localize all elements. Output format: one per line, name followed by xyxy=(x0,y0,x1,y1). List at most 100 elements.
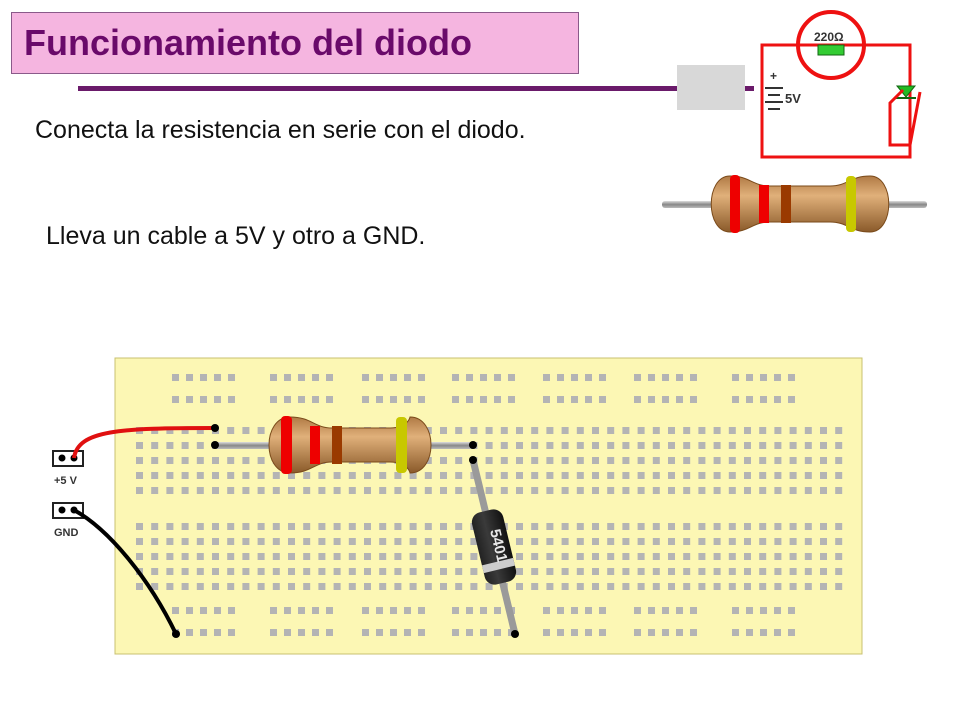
breadboard-hole xyxy=(288,472,295,479)
breadboard-hole xyxy=(788,396,795,403)
breadboard-hole xyxy=(227,487,235,494)
breadboard-hole xyxy=(634,629,641,636)
breadboard-hole xyxy=(440,427,447,434)
breadboard-hole xyxy=(728,538,736,545)
breadboard-hole xyxy=(820,583,827,590)
breadboard-hole xyxy=(394,568,402,575)
breadboard-hole xyxy=(228,374,235,381)
instruction-series: Conecta la resistencia en serie con el d… xyxy=(35,116,526,144)
breadboard-hole xyxy=(683,583,691,590)
resistor-value-label: 220Ω xyxy=(814,30,844,44)
resistor-lead-end xyxy=(469,441,477,449)
breadboard-hole xyxy=(452,374,459,381)
breadboard-hole xyxy=(284,374,291,381)
breadboard-hole xyxy=(690,607,697,614)
breadboard-hole xyxy=(820,568,827,575)
breadboard-hole xyxy=(835,538,843,545)
breadboard-hole xyxy=(470,583,478,590)
instruction-wires: Lleva un cable a 5V y otro a GND. xyxy=(46,222,426,250)
breadboard-hole xyxy=(166,568,174,575)
breadboard-hole xyxy=(424,583,432,590)
breadboard-hole xyxy=(452,396,459,403)
breadboard-hole xyxy=(166,583,174,590)
breadboard-hole xyxy=(333,523,341,530)
power-connector: +5 V xyxy=(52,450,84,487)
breadboard-hole xyxy=(333,487,341,494)
resistor-band-red xyxy=(730,175,740,233)
breadboard-hole xyxy=(172,607,179,614)
breadboard-hole xyxy=(409,583,417,590)
breadboard-hole xyxy=(788,607,795,614)
breadboard-hole xyxy=(257,457,265,464)
breadboard-hole xyxy=(668,568,675,575)
breadboard-hole xyxy=(172,396,179,403)
breadboard-hole xyxy=(648,396,655,403)
breadboard-hole xyxy=(379,568,387,575)
breadboard-hole xyxy=(546,442,554,449)
breadboard-hole xyxy=(690,374,697,381)
breadboard-hole xyxy=(637,538,645,545)
breadboard-hole xyxy=(607,523,615,530)
breadboard-hole xyxy=(166,487,174,494)
breadboard-hole xyxy=(713,457,721,464)
breadboard-hole xyxy=(418,374,425,381)
breadboard-hole xyxy=(576,538,584,545)
breadboard-hole xyxy=(186,396,193,403)
breadboard-hole xyxy=(212,538,219,545)
breadboard-hole xyxy=(746,396,753,403)
breadboard-body xyxy=(114,357,863,655)
breadboard-hole xyxy=(774,523,782,530)
breadboard-hole xyxy=(470,427,478,434)
breadboard-hole xyxy=(668,487,675,494)
breadboard-hole xyxy=(592,487,599,494)
breadboard-hole xyxy=(227,583,235,590)
breadboard-hole xyxy=(648,629,655,636)
breadboard-hole xyxy=(181,472,189,479)
breadboard-hole xyxy=(759,538,767,545)
breadboard-hole xyxy=(652,487,660,494)
title-underline xyxy=(78,86,754,91)
schematic-diagram: + 5V 220Ω xyxy=(760,10,922,159)
breadboard-hole xyxy=(728,442,736,449)
breadboard-hole xyxy=(364,538,371,545)
resistor-band-brown xyxy=(332,426,342,464)
breadboard-hole xyxy=(440,538,447,545)
breadboard-hole xyxy=(181,538,189,545)
breadboard-hole xyxy=(592,553,599,560)
breadboard-hole xyxy=(676,374,683,381)
breadboard-hole xyxy=(668,523,675,530)
breadboard-hole xyxy=(571,396,578,403)
breadboard-hole xyxy=(561,487,569,494)
breadboard-hole xyxy=(713,427,721,434)
breadboard-hole xyxy=(543,374,550,381)
breadboard-hole xyxy=(789,442,797,449)
breadboard-hole xyxy=(440,487,447,494)
breadboard-hole xyxy=(576,568,584,575)
breadboard-hole xyxy=(698,538,706,545)
breadboard-hole xyxy=(820,457,827,464)
breadboard-hole xyxy=(440,568,447,575)
breadboard-hole xyxy=(546,472,554,479)
breadboard-hole xyxy=(362,607,369,614)
breadboard-hole xyxy=(576,427,584,434)
breadboard-hole xyxy=(364,472,371,479)
breadboard-hole xyxy=(728,583,736,590)
breadboard-hole xyxy=(394,472,402,479)
breadboard-hole xyxy=(698,583,706,590)
breadboard-hole xyxy=(835,442,843,449)
breadboard-hole xyxy=(270,396,277,403)
breadboard-hole xyxy=(516,553,523,560)
breadboard-hole xyxy=(607,442,615,449)
breadboard-hole xyxy=(348,472,356,479)
breadboard-hole xyxy=(480,396,487,403)
grey-block xyxy=(677,65,745,110)
breadboard-hole xyxy=(516,427,523,434)
breadboard-hole xyxy=(390,374,397,381)
breadboard-hole xyxy=(242,472,250,479)
breadboard-hole xyxy=(298,396,305,403)
breadboard-hole xyxy=(744,538,751,545)
breadboard-hole xyxy=(789,523,797,530)
breadboard-hole xyxy=(455,568,463,575)
breadboard-hole xyxy=(744,553,751,560)
